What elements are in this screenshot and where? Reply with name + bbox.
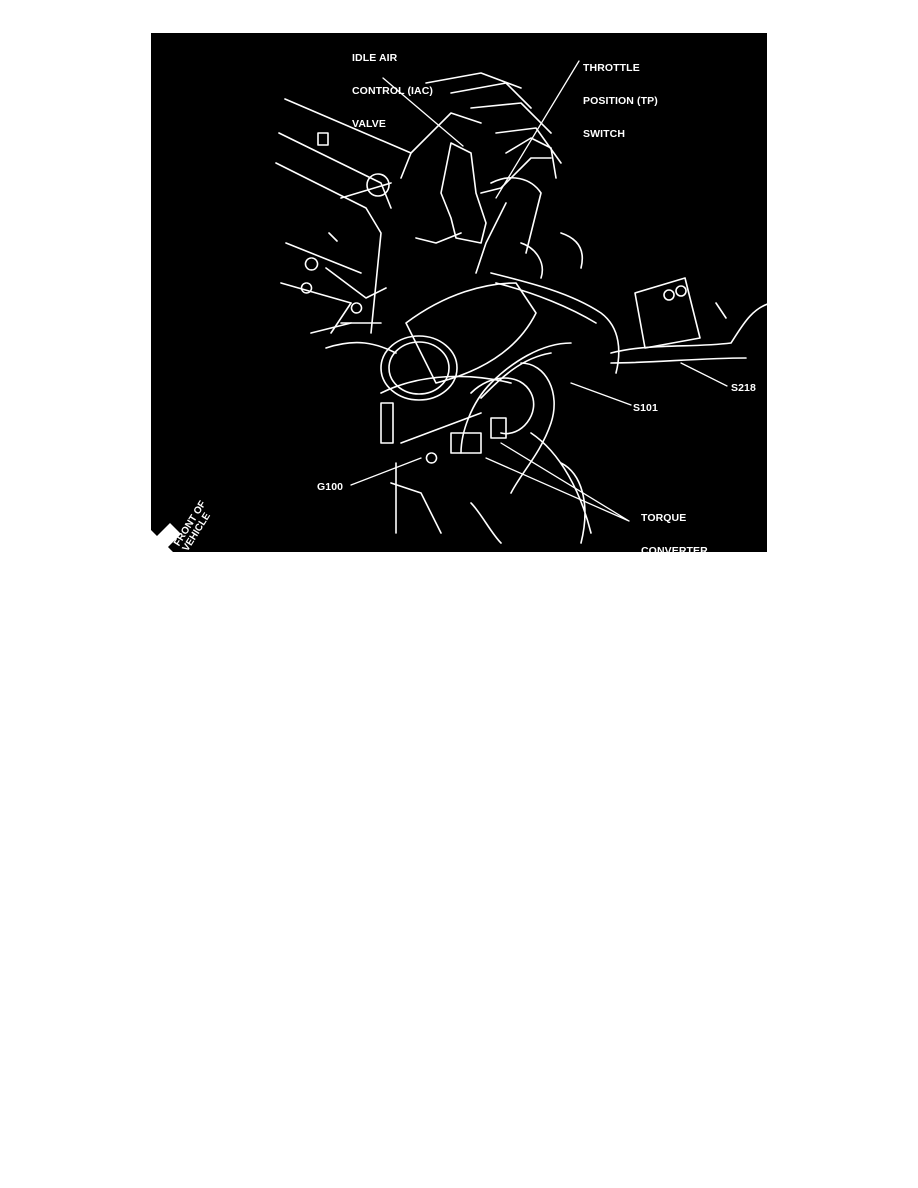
label-line: SWITCH: [583, 128, 626, 140]
label-line: TORQUE: [641, 512, 687, 524]
label-tcc-solenoid: TORQUE CONVERTER CLUTCH (TCC) SOLENOID A…: [641, 491, 722, 678]
label-line: SOLENOID AND: [641, 611, 723, 623]
label-iac-valve: IDLE AIR CONTROL (IAC) VALVE: [352, 31, 433, 152]
label-line: THROTTLE: [583, 62, 640, 74]
label-line: POSITION (TP): [583, 95, 658, 107]
engine-wiring-diagram: IDLE AIR CONTROL (IAC) VALVE THROTTLE PO…: [151, 31, 767, 656]
label-tp-switch: THROTTLE POSITION (TP) SWITCH: [583, 41, 658, 162]
arrow-down-left-icon: [151, 523, 181, 553]
label-line: CLUTCH (TCC): [641, 578, 717, 590]
label-s218: S218: [731, 382, 756, 394]
label-line: CONNECTOR: [641, 644, 710, 656]
label-line: CONTROL (IAC): [352, 85, 434, 97]
label-line: CONVERTER: [641, 545, 708, 557]
label-line: IDLE AIR: [352, 52, 398, 64]
label-line: VALVE: [352, 118, 386, 130]
front-of-vehicle-indicator: FRONT OF VEHICLE: [151, 473, 239, 554]
engine-line-drawing: [275, 60, 767, 544]
label-g100: G100: [317, 481, 344, 493]
label-s101: S101: [633, 402, 658, 414]
